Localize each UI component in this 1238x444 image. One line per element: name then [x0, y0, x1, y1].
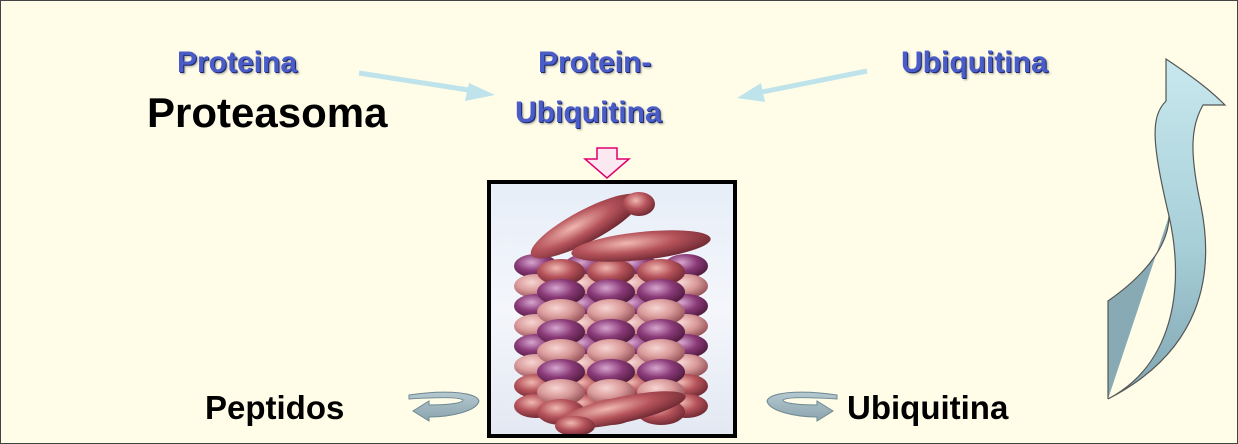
label-ubiquitin-top: Ubiquitina — [901, 48, 1048, 78]
label-peptides: Peptidos — [205, 391, 344, 424]
ubiquitin-release-curved-arrow — [767, 392, 837, 421]
proteasome-illustration — [491, 184, 733, 434]
down-block-arrow — [585, 148, 629, 178]
proteasome-bead — [623, 192, 655, 216]
proteasome-image — [487, 180, 737, 438]
ubiquitin-to-complex-arrow — [737, 71, 867, 102]
label-protein: Proteina — [177, 48, 297, 78]
recycle-curved-arrow — [1108, 59, 1225, 399]
label-protein-ubiquitin-line2: Ubiquitina — [515, 98, 662, 128]
label-protein-ubiquitin-line1: Protein- — [538, 48, 651, 78]
label-proteasome: Proteasoma — [147, 92, 387, 134]
peptides-curved-arrow — [409, 392, 479, 421]
label-ubiquitin-bottom: Ubiquitina — [847, 391, 1008, 424]
